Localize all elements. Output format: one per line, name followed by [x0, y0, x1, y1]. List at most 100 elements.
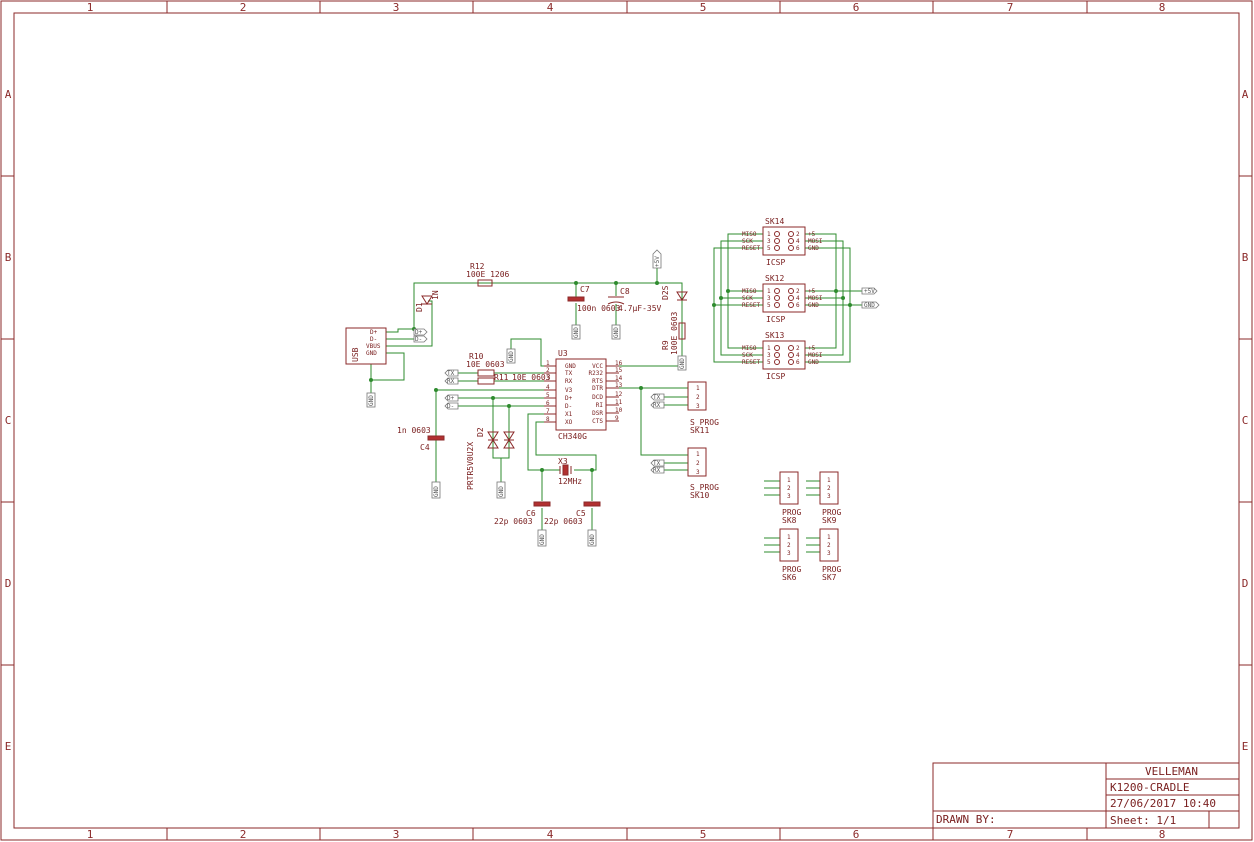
prog-pin-number: 3 [787, 550, 791, 557]
u3-pin-number: 7 [546, 408, 550, 415]
col-label-bottom: 8 [1159, 828, 1166, 841]
icsp-pin-name: SCK [742, 352, 753, 359]
gnd-c7: GND [571, 324, 581, 340]
icsp-pin-name: MISO [742, 231, 757, 238]
icsp-value: ICSP [766, 258, 785, 267]
net-label-dminus-usb: D- [413, 335, 428, 343]
icsp-pin-number: 2 [796, 231, 800, 238]
col-label-bottom: 4 [547, 828, 554, 841]
icsp-pad [774, 238, 780, 244]
svg-text:TX: TX [653, 460, 661, 467]
row-label-right: C [1242, 414, 1249, 427]
sk11-value: S_PROG [690, 418, 719, 427]
prog-pin-number: 2 [827, 542, 831, 549]
prog-pin-number: 2 [787, 542, 791, 549]
d2s-ref: D2S [661, 285, 670, 300]
svg-text:GND: GND [573, 327, 580, 338]
icsp-pad [774, 295, 780, 301]
capacitor-c4: 1n 0603 C4 [397, 426, 445, 452]
prog-pin-number: 2 [787, 485, 791, 492]
col-label-top: 2 [240, 1, 247, 14]
col-label-bottom: 3 [393, 828, 400, 841]
row-label-right: D [1242, 577, 1249, 590]
prog-pin-number: 1 [787, 477, 791, 484]
u3-pin-name: D- [565, 403, 572, 410]
prog-pin-number: 1 [827, 534, 831, 541]
gnd-c8: GND [611, 324, 621, 340]
icsp-pad [774, 302, 780, 308]
icsp-value: ICSP [766, 372, 785, 381]
icsp-pad [788, 288, 794, 294]
net-label-tx-sk10: TX [650, 459, 665, 467]
col-label-bottom: 5 [700, 828, 707, 841]
u3-pin-number: 13 [615, 382, 623, 389]
usb-name: USB [351, 347, 360, 362]
gnd-led: GND [677, 355, 687, 371]
col-label-top: 8 [1159, 1, 1166, 14]
sk11-pin: 2 [696, 394, 700, 401]
prog-pin-number: 2 [827, 485, 831, 492]
icsp-body [762, 226, 806, 256]
capacitor-c6: C6 22p 0603 [494, 501, 551, 526]
ic-u3: U3 CH340G [544, 349, 619, 441]
svg-text:GND: GND [679, 358, 686, 369]
sk11-pin: 1 [696, 385, 700, 392]
x3-ref: X3 [558, 457, 568, 466]
svg-text:D-: D- [447, 403, 454, 410]
sk11-ref: SK11 [690, 426, 709, 435]
r12-ref: R12 [470, 262, 485, 271]
icsp-pad [788, 245, 794, 251]
u3-pin-name: DCD [592, 394, 603, 401]
u3-pin-name: TX [565, 370, 573, 377]
usb-pin-label: GND [366, 350, 377, 357]
icsp-pad [774, 345, 780, 351]
col-label-top: 4 [547, 1, 554, 14]
header-sk11: 1 2 3 S_PROG SK11 [687, 381, 719, 435]
c7-value: 100n 0603 [577, 304, 621, 313]
supply-plus5v-top: +5V [652, 249, 662, 269]
col-label-bottom: 1 [87, 828, 94, 841]
c8-ref: C8 [620, 287, 630, 296]
gnd-c6: GND [537, 529, 547, 547]
prog-ref: SK9 [822, 516, 837, 525]
icsp-pin-number: 2 [796, 288, 800, 295]
wires [370, 233, 862, 553]
icsp-pad [788, 295, 794, 301]
u3-pin-name: R232 [589, 370, 604, 377]
icsp-pin-number: 4 [796, 295, 800, 302]
icsp-ref: SK12 [765, 274, 784, 283]
prog-body [779, 471, 799, 505]
c7-ref: C7 [580, 285, 590, 294]
icsp-pin-name: +5 [808, 345, 816, 352]
icsp-ref: SK13 [765, 331, 784, 340]
r9-value: 100E 0603 [670, 311, 679, 355]
u3-pin-number: 15 [615, 367, 623, 374]
header-sk10: 1 2 3 S_PROG SK10 [687, 447, 719, 500]
sk11-pin: 3 [696, 403, 700, 410]
svg-text:+5V: +5V [654, 256, 661, 267]
col-label-bottom: 6 [853, 828, 860, 841]
svg-text:GND: GND [589, 534, 596, 545]
c5-value: 22p 0603 [544, 517, 583, 526]
icsp-pad [788, 238, 794, 244]
icsp-pin-name: +5 [808, 288, 816, 295]
title-block-date: 27/06/2017 10:40 [1110, 797, 1216, 810]
u3-value: CH340G [558, 432, 587, 441]
net-label-plus5v-icsp: +5V [861, 287, 878, 295]
u3-pin-name: CTS [592, 418, 603, 425]
icsp-pin-number: 2 [796, 345, 800, 352]
row-label-left: A [5, 88, 12, 101]
crystal-x3: X3 12MHz [558, 457, 582, 486]
icsp-pad [788, 231, 794, 237]
icsp-pin-number: 3 [767, 295, 771, 302]
usb-pin-label: D- [370, 336, 377, 343]
row-label-left: E [5, 740, 12, 753]
svg-text:+5V: +5V [864, 288, 875, 295]
